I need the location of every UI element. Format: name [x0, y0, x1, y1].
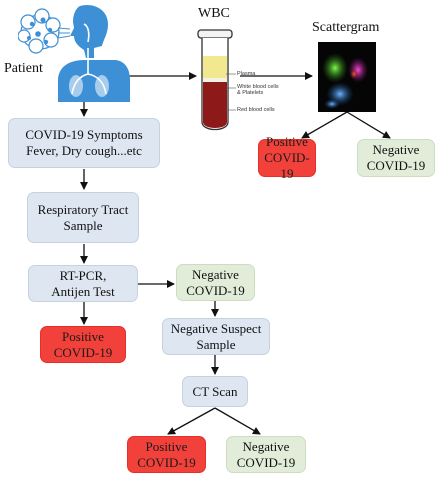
wbc-layer-label-1: White blood cells — [237, 84, 279, 90]
blood-tube — [197, 29, 233, 131]
negative-result-rtpcr: Negative COVID-19 — [176, 264, 255, 301]
node-line: COVID-19 Symptoms — [25, 127, 143, 142]
arrow-ct-negative — [214, 407, 261, 435]
arrow-scatter-positive — [301, 111, 348, 139]
rtpcr-test-node: RT-PCR, Antijen Test — [28, 265, 138, 302]
node-line: Positive — [266, 134, 308, 149]
negative-suspect-node: Negative Suspect Sample — [162, 318, 270, 355]
patient-label: Patient — [4, 61, 43, 76]
breath-cloud — [18, 8, 61, 54]
node-line: Fever, Dry cough...etc — [26, 143, 142, 158]
node-line: Positive — [62, 328, 104, 344]
node-line: CT Scan — [192, 383, 238, 399]
symptoms-node: COVID-19 Symptoms Fever, Dry cough...etc — [8, 118, 160, 168]
node-line: Respiratory Tract — [37, 201, 129, 217]
arrow-scatter-negative — [346, 111, 391, 139]
node-line: Negative Suspect — [170, 320, 262, 336]
node-line: COVID-19 — [53, 344, 113, 360]
wbc-layer-label-2: & Platelets — [237, 90, 264, 96]
positive-result-ct: Positive COVID-19 — [127, 436, 206, 473]
node-line: RT-PCR, — [59, 267, 107, 283]
head-and-body — [58, 4, 130, 102]
node-line: COVID-19 — [264, 150, 310, 181]
negative-result-scattergram: Negative COVID-19 — [357, 139, 435, 177]
wbc-title: WBC — [198, 6, 230, 21]
node-line: Sample — [63, 217, 103, 233]
positive-result-scattergram: Positive COVID-19 — [258, 134, 316, 181]
positive-result-rtpcr: Positive COVID-19 — [40, 326, 126, 363]
ct-scan-node: CT Scan — [182, 376, 248, 407]
scattergram-image — [318, 42, 376, 112]
node-line: Negative — [242, 438, 290, 454]
negative-result-ct: Negative COVID-19 — [226, 436, 306, 473]
node-line: Negative — [192, 266, 239, 282]
node-line: Negative — [372, 142, 420, 157]
tube-pointer-lines — [226, 73, 236, 111]
node-line: Positive — [145, 438, 188, 454]
node-line: COVID-19 — [137, 454, 196, 470]
patient-icon — [18, 4, 130, 102]
node-line: COVID-19 — [186, 282, 245, 298]
node-line: Antijen Test — [51, 283, 115, 299]
scattergram-title: Scattergram — [312, 20, 380, 35]
node-line: COVID-19 — [236, 454, 296, 470]
node-line: Sample — [196, 336, 236, 352]
respiratory-sample-node: Respiratory Tract Sample — [27, 192, 139, 243]
arrow-ct-positive — [167, 407, 216, 435]
node-line: COVID-19 — [366, 158, 426, 173]
plasma-label: Plasma — [237, 71, 256, 77]
rbc-label: Red blood cells — [237, 107, 275, 113]
